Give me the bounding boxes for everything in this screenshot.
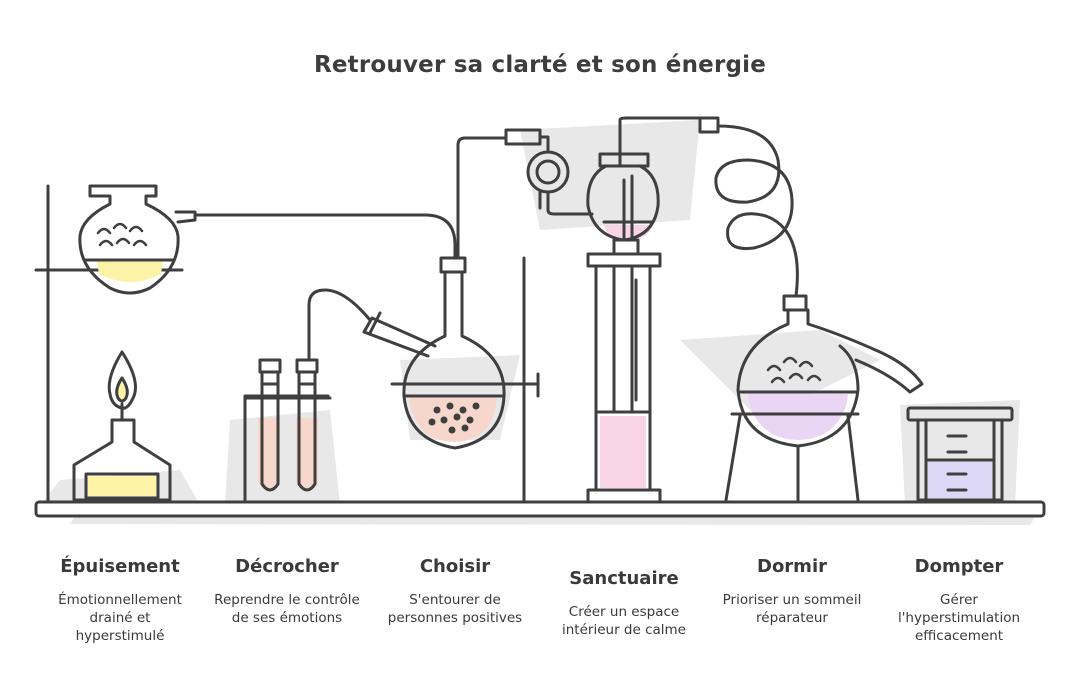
small-bulb [526, 135, 594, 216]
step-description: Gérer l'hyperstimulation efficacement [897, 592, 1021, 644]
page-title: Retrouver sa clarté et son énergie [313, 52, 767, 78]
step-description: Reprendre le contrôle de ses émotions [214, 592, 360, 626]
coiled-tube [714, 124, 799, 298]
step-title: Sanctuaire [569, 568, 679, 589]
step-dormir: Dormir Prioriser un sommeil réparateur [717, 556, 867, 627]
round-flask-lavender [724, 294, 924, 502]
step-title: Dompter [914, 556, 1004, 577]
distillation-column [586, 116, 720, 504]
step-decrocher: Décrocher Reprendre le contrôle de ses é… [212, 556, 362, 627]
tube-2 [307, 288, 372, 362]
round-flask-yellow [78, 184, 197, 295]
tube-1 [193, 213, 457, 260]
step-title: Décrocher [235, 556, 339, 577]
lab-bench [34, 500, 1046, 518]
step-epuisement: Épuisement Émotionnellement drainé et hy… [45, 556, 195, 645]
step-title: Dormir [757, 556, 827, 577]
step-description: Émotionnellement drainé et hyperstimulé [58, 592, 182, 644]
step-description: Prioriser un sommeil réparateur [722, 592, 862, 626]
step-description: Créer un espace intérieur de calme [562, 604, 686, 638]
step-sanctuaire: Sanctuaire Créer un espace intérieur de … [549, 568, 699, 639]
step-dompter: Dompter Gérer l'hyperstimulation efficac… [884, 556, 1034, 645]
test-tube-rack [243, 358, 332, 502]
burner [72, 350, 172, 502]
step-title: Choisir [419, 556, 491, 577]
tube-3 [456, 136, 508, 260]
step-title: Épuisement [60, 556, 180, 577]
step-description: S'entourer de personnes positives [387, 592, 523, 626]
round-flask-dots [362, 256, 506, 450]
beaker [906, 406, 1014, 502]
step-choisir: Choisir S'entourer de personnes positive… [380, 556, 530, 627]
